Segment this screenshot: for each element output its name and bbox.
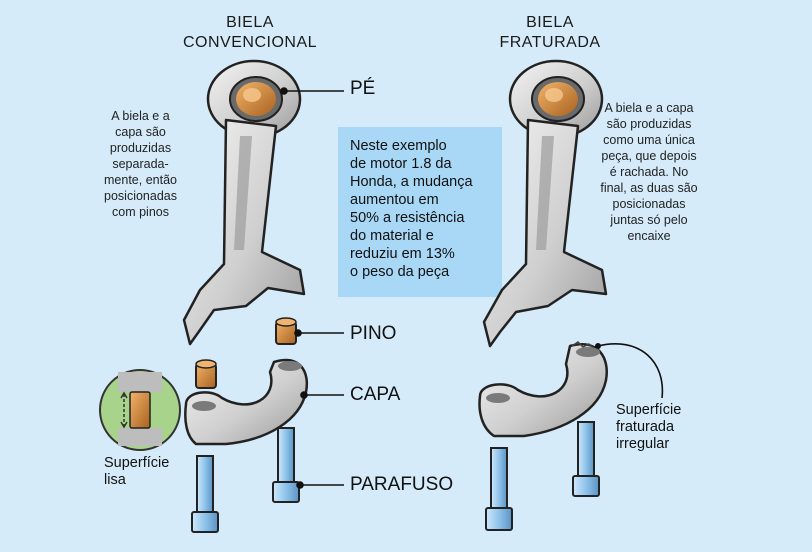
info-box-line: Neste exemplo: [350, 138, 447, 154]
dowel-pin-lower: [195, 359, 217, 389]
info-box: Neste exemplo de motor 1.8 da Honda, a m…: [338, 127, 502, 297]
note-fractured-line: é rachada. No: [609, 165, 689, 179]
label-surface-fractured-line: fraturada: [616, 419, 675, 435]
label-surface-fractured: Superfície fraturada irregular: [616, 402, 681, 453]
note-conventional-line: posicionadas: [104, 189, 177, 203]
info-box-line: 50% a resistência: [350, 210, 465, 226]
label-pe: PÉ: [350, 78, 376, 99]
note-fractured-line: peça, que depois: [601, 149, 697, 163]
conventional-cap: [184, 359, 309, 446]
note-fractured-line: posicionadas: [612, 197, 686, 211]
bolt-left-1: [191, 455, 219, 533]
note-conventional-line: mente, então: [104, 173, 177, 187]
info-box-line: reduziu em 13%: [350, 246, 455, 262]
label-capa: CAPA: [350, 384, 401, 405]
label-surface-fractured-line: irregular: [616, 436, 670, 452]
label-surface-fractured-line: Superfície: [616, 402, 682, 418]
leader-fractured-surface: [595, 343, 664, 399]
note-fractured-line: são produzidas: [606, 117, 692, 131]
note-fractured-line: A biela e a capa: [604, 101, 694, 115]
note-fractured-line: juntas só pelo: [610, 213, 688, 227]
conventional-rod: [182, 59, 306, 346]
title-fractured: BIELA FRATURADA: [470, 13, 630, 53]
note-conventional-line: capa são: [115, 125, 166, 139]
bolt-right-2: [572, 421, 600, 497]
title-conventional-line-1: BIELA: [226, 14, 274, 31]
info-box-line: do material e: [350, 228, 434, 244]
title-fractured-line-2: FRATURADA: [499, 34, 601, 51]
label-surface-smooth-line: Superfície: [104, 455, 170, 471]
info-box-line: aumentou em: [350, 192, 439, 208]
title-conventional-line-2: CONVENCIONAL: [182, 34, 318, 51]
leader-lines: [280, 87, 344, 489]
note-conventional-line: com pinos: [112, 205, 169, 219]
label-parafuso: PARAFUSO: [350, 474, 454, 495]
fractured-cap: [478, 341, 608, 438]
info-box-line: o peso da peça: [350, 264, 450, 280]
bolt-right-1: [485, 447, 513, 531]
title-fractured-line-1: BIELA: [526, 14, 574, 31]
note-fractured-line: final, as duas são: [600, 181, 698, 195]
note-conventional-line: produzidas: [109, 141, 172, 155]
dowel-pin-upper: [275, 317, 297, 345]
fractured-rod: [482, 59, 608, 348]
note-conventional: A biela e a capa são produzidas separada…: [93, 108, 188, 220]
label-pino: PINO: [350, 323, 397, 344]
note-fractured-line: encaixe: [627, 229, 671, 243]
note-conventional-line: A biela e a: [111, 109, 170, 123]
label-surface-smooth-line: lisa: [104, 472, 126, 488]
note-fractured: A biela e a capa são produzidas como uma…: [586, 100, 712, 244]
label-surface-smooth: Superfície lisa: [104, 455, 169, 489]
note-fractured-line: como uma única: [603, 133, 695, 147]
info-box-line: de motor 1.8 da: [350, 156, 452, 172]
bolt-left-2: [272, 427, 300, 503]
title-conventional: BIELA CONVENCIONAL: [170, 13, 330, 53]
note-conventional-line: separada-: [112, 157, 169, 171]
info-box-line: Honda, a mudança: [350, 174, 473, 190]
smooth-surface-detail: [99, 369, 181, 451]
